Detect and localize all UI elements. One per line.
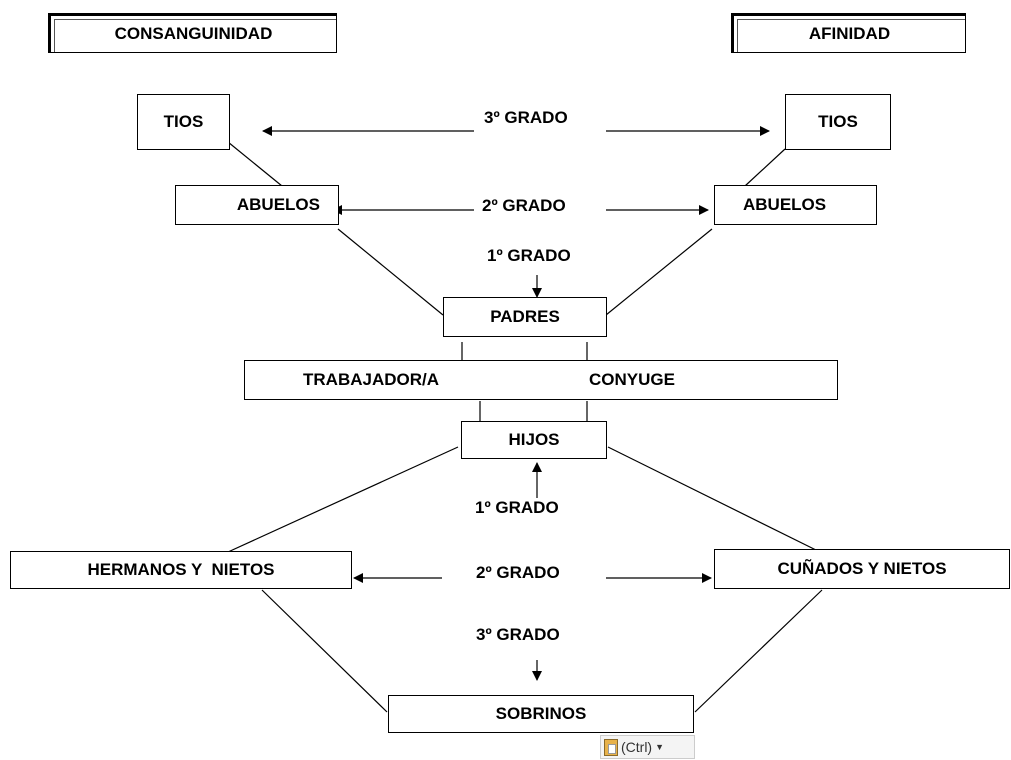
line-hermanos-sobrinos: [261, 589, 388, 713]
tios-left-box: TIOS: [137, 94, 230, 150]
trabajador-conyuge-box: TRABAJADOR/A CONYUGE: [244, 360, 838, 400]
line-abuelos-padres-left: [337, 228, 444, 316]
grade-label-2-bottom: 2º GRADO: [476, 563, 560, 582]
line-hijos-cunados: [607, 446, 821, 553]
grade-label-1-top: 1º GRADO: [487, 246, 571, 265]
abuelos-right-box: ABUELOS: [714, 185, 877, 225]
cunados-nietos-box: CUÑADOS Y NIETOS: [714, 549, 1010, 589]
conyuge-label: CONYUGE: [589, 370, 675, 389]
chevron-down-icon: ▼: [655, 742, 665, 752]
grade-label-1-bottom: 1º GRADO: [475, 498, 559, 517]
line-tios-abuelos-right: [744, 148, 786, 187]
afinidad-header: AFINIDAD: [731, 13, 966, 53]
hermanos-nietos-box: HERMANOS Y NIETOS: [10, 551, 352, 589]
line-abuelos-padres-right: [605, 228, 713, 316]
line-hijos-hermanos: [227, 446, 459, 553]
trabajador-label: TRABAJADOR/A: [303, 370, 439, 389]
clipboard-icon: [604, 738, 618, 756]
grade-label-3-bottom: 3º GRADO: [476, 625, 560, 644]
line-tios-abuelos-left: [227, 141, 283, 187]
sobrinos-box: SOBRINOS: [388, 695, 694, 733]
consanguinidad-header: CONSANGUINIDAD: [48, 13, 337, 53]
paste-options-button[interactable]: (Ctrl) ▼: [600, 735, 695, 759]
abuelos-left-box: ABUELOS: [175, 185, 339, 225]
hijos-box: HIJOS: [461, 421, 607, 459]
grade-label-2-top: 2º GRADO: [482, 196, 566, 215]
tios-right-box: TIOS: [785, 94, 891, 150]
paste-options-label: (Ctrl): [621, 739, 653, 755]
padres-box: PADRES: [443, 297, 607, 337]
grade-label-3-top: 3º GRADO: [484, 108, 568, 127]
line-cunados-sobrinos: [694, 589, 823, 713]
